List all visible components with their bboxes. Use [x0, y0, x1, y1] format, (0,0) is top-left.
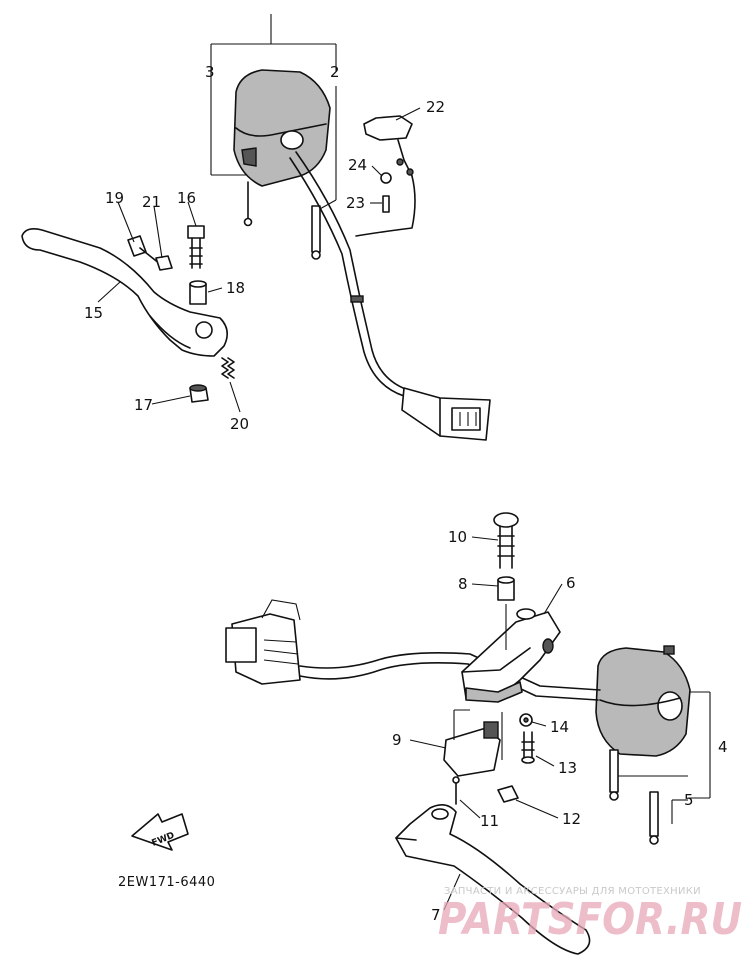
fwd-arrow-icon: FWD: [131, 813, 189, 851]
wire-harness-upper: [289, 151, 491, 441]
part-label-8: 8: [458, 575, 468, 593]
bracket-2-3: [210, 14, 337, 211]
part-label-3: 3: [205, 63, 215, 81]
watermark-logo: PARTSFOR.RU: [438, 894, 742, 945]
screw-lower-5: [649, 791, 659, 845]
bolt-13: [521, 731, 535, 764]
part-label-14: 14: [550, 718, 569, 736]
leaders-lower: [409, 536, 563, 911]
part-label-15: 15: [84, 304, 103, 322]
brake-lever: [395, 804, 591, 955]
part-label-12: 12: [562, 810, 581, 828]
part-label-7: 7: [431, 906, 441, 924]
part-label-13: 13: [558, 759, 577, 777]
part-label-11: 11: [480, 812, 499, 830]
part-label-24: 24: [348, 156, 367, 174]
nut-21: [155, 255, 173, 271]
brake-switch: [443, 709, 503, 777]
screw-11: [452, 776, 460, 805]
part-label-9: 9: [392, 731, 402, 749]
diagram-code: 2EW171-6440: [118, 875, 215, 890]
part-label-23: 23: [346, 194, 365, 212]
part-label-17: 17: [134, 396, 153, 414]
part-label-10: 10: [448, 528, 467, 546]
bolt-16: [187, 225, 205, 269]
clutch-lever: [21, 228, 228, 357]
washer-14: [519, 713, 533, 727]
part-label-22: 22: [426, 98, 445, 116]
collar-8: [497, 576, 515, 601]
nut-17: [189, 384, 209, 403]
bolt-10: [493, 512, 519, 569]
part-label-5: 5: [684, 791, 694, 809]
part-label-20: 20: [230, 415, 249, 433]
part-label-18: 18: [226, 279, 245, 297]
leaders-upper: [97, 107, 421, 413]
collar-18: [189, 280, 207, 305]
part-label-16: 16: [177, 189, 196, 207]
lever-holder: [461, 608, 561, 703]
part-label-4: 4: [718, 738, 728, 756]
screw-lower-4: [609, 749, 619, 801]
screw-upper-left: [243, 181, 253, 227]
wire-harness-lower: [225, 599, 601, 701]
part-label-21: 21: [142, 193, 161, 211]
clutch-switch: [363, 115, 414, 213]
spring-20: [221, 357, 235, 379]
part-label-19: 19: [105, 189, 124, 207]
bracket-4-5: [616, 691, 711, 824]
watermark-tagline: ЗАПЧАСТИ И АКСЕССУАРЫ ДЛЯ МОТОТЕХНИКИ: [444, 886, 701, 897]
screw-upper-right: [311, 205, 321, 260]
switch-housing-upper: [233, 69, 331, 187]
part-label-2: 2: [330, 63, 340, 81]
nut-12: [497, 785, 519, 803]
switch-housing-lower: [595, 645, 691, 757]
part-label-6: 6: [566, 574, 576, 592]
